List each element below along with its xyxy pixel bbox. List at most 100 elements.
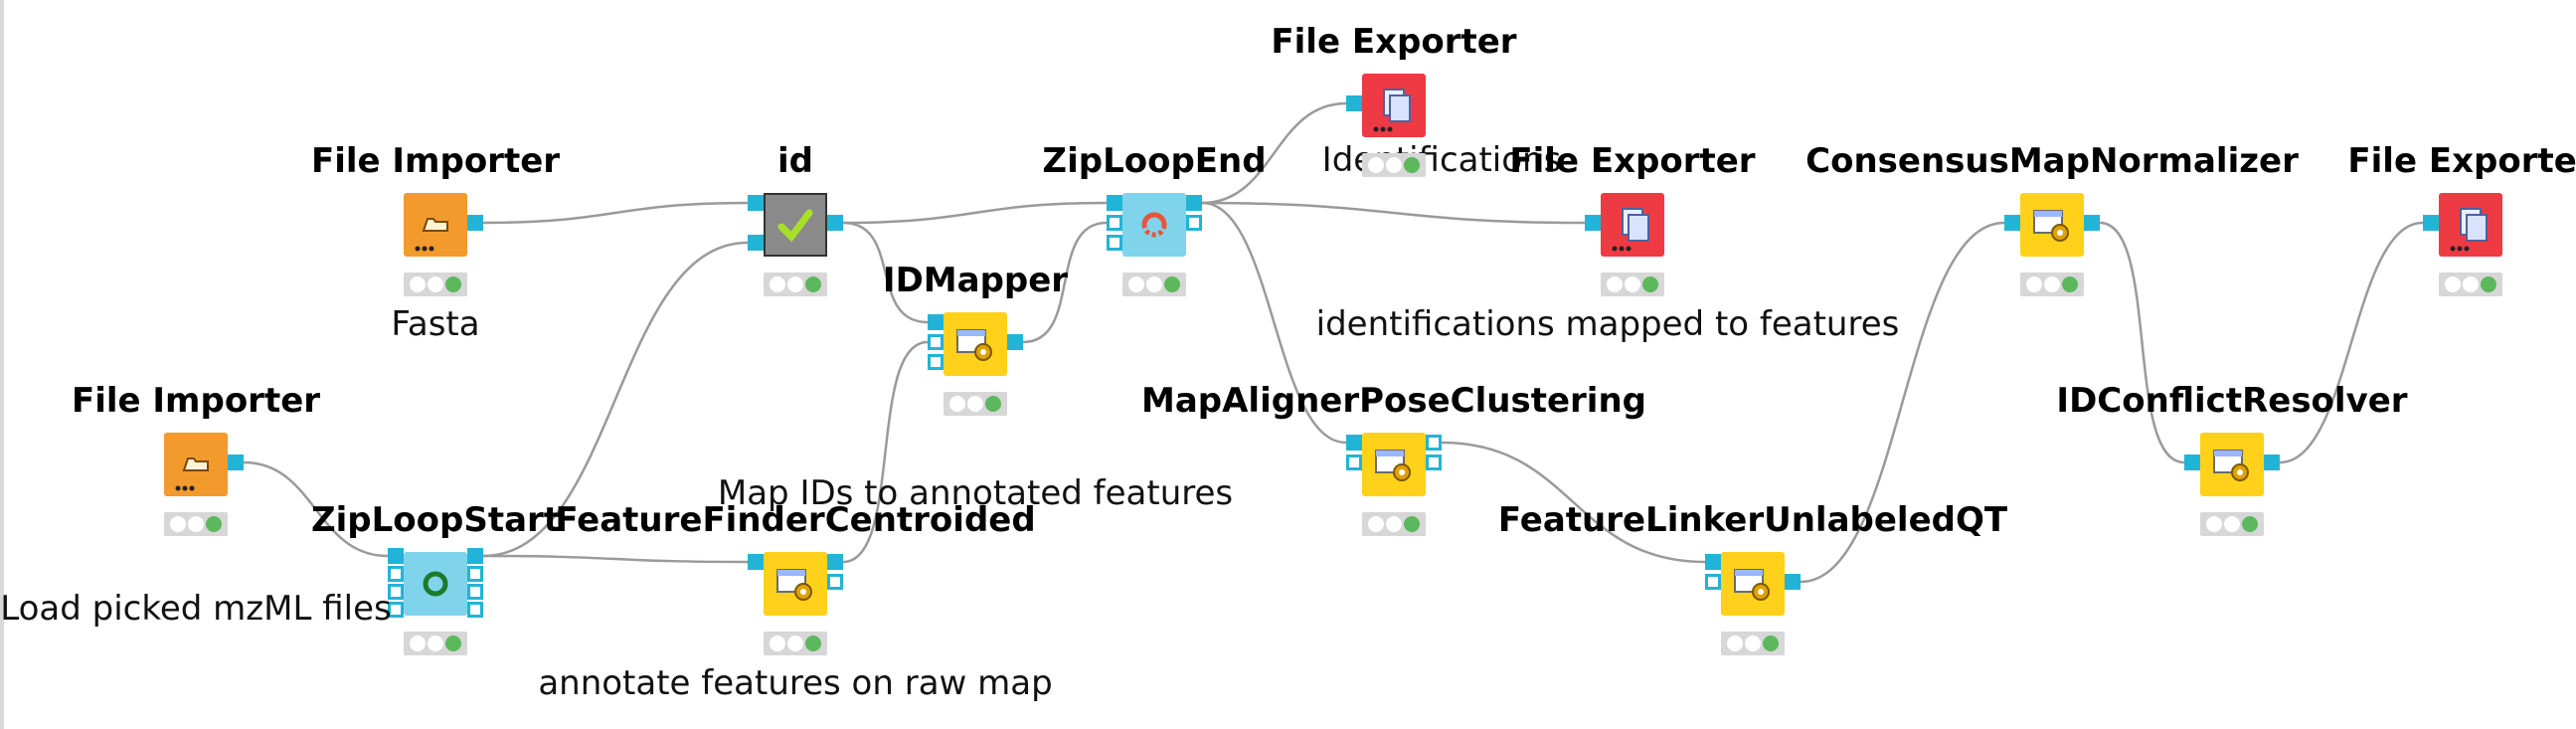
- connection-edge[interactable]: [1201, 101, 1347, 205]
- node-idmapper[interactable]: [928, 312, 1023, 376]
- status-light: [2481, 276, 2496, 292]
- input-port[interactable]: [928, 354, 944, 370]
- file-exporter-icon: [1601, 193, 1664, 257]
- output-port[interactable]: [827, 215, 843, 231]
- output-port[interactable]: [2084, 215, 2100, 231]
- status-light: [949, 396, 965, 412]
- output-port[interactable]: [2264, 455, 2280, 470]
- node-annotation[interactable]: Identifications: [1321, 140, 1562, 180]
- node-id[interactable]: [748, 193, 843, 257]
- output-port[interactable]: [467, 602, 483, 618]
- input-port[interactable]: [2423, 215, 2439, 231]
- node-mapalignerposeclustering[interactable]: [1346, 433, 1442, 496]
- node-annotation[interactable]: Map IDs to annotated features: [717, 473, 1234, 513]
- node-status-indicator: [764, 273, 827, 296]
- output-port[interactable]: [1186, 215, 1202, 231]
- input-port[interactable]: [1585, 215, 1601, 231]
- input-port[interactable]: [928, 314, 944, 330]
- node-file-importer-mzml[interactable]: [164, 433, 244, 496]
- connection-edge[interactable]: [1022, 221, 1108, 344]
- output-port[interactable]: [467, 548, 483, 564]
- input-port[interactable]: [1346, 455, 1362, 470]
- node-status-indicator: [1122, 273, 1186, 296]
- connection-edge[interactable]: [1201, 201, 1586, 225]
- status-light: [1146, 276, 1162, 292]
- input-port[interactable]: [388, 584, 404, 600]
- connection-edge[interactable]: [482, 241, 749, 558]
- node-featurefindercentroided[interactable]: [748, 552, 843, 616]
- node-consensusmapnormalizer[interactable]: [2004, 193, 2100, 257]
- status-light: [410, 636, 426, 651]
- input-port[interactable]: [1705, 554, 1721, 570]
- connection-edge[interactable]: [1800, 221, 2005, 584]
- output-port[interactable]: [1426, 455, 1442, 470]
- connection-edge[interactable]: [1441, 441, 1706, 564]
- connection-edge[interactable]: [1201, 201, 1347, 445]
- status-light: [805, 276, 821, 292]
- node-annotation[interactable]: annotate features on raw map: [538, 663, 1053, 703]
- connection-edge[interactable]: [2099, 221, 2185, 464]
- node-featurelinkerunlabeledqt[interactable]: [1705, 552, 1801, 616]
- output-port[interactable]: [1426, 435, 1442, 451]
- node-ziploopstart[interactable]: [388, 548, 483, 618]
- status-light: [2463, 276, 2479, 292]
- input-port[interactable]: [748, 554, 764, 570]
- status-light: [770, 636, 785, 651]
- output-port[interactable]: [1785, 574, 1801, 590]
- node-file-exporter-mapped[interactable]: [1585, 193, 1664, 257]
- input-port[interactable]: [928, 334, 944, 350]
- connection-edge[interactable]: [842, 201, 1108, 225]
- output-port[interactable]: [467, 215, 483, 231]
- input-port[interactable]: [1346, 435, 1362, 451]
- node-title: ZipLoopEnd: [1042, 141, 1267, 181]
- node-annotation[interactable]: Load picked mzML files: [0, 589, 392, 629]
- node-title: ConsensusMapNormalizer: [1805, 141, 2299, 181]
- node-title: FeatureFinderCentroided: [555, 500, 1036, 540]
- node-ziploopend[interactable]: [1107, 193, 1202, 257]
- input-port[interactable]: [1107, 215, 1122, 231]
- gear-window-icon: [2020, 193, 2084, 257]
- status-light: [2044, 276, 2060, 292]
- output-port[interactable]: [228, 455, 244, 470]
- connection-edge[interactable]: [842, 340, 929, 564]
- node-idconflictresolver[interactable]: [2184, 433, 2280, 496]
- node-annotation[interactable]: identifications mapped to features: [1315, 304, 1900, 344]
- input-port[interactable]: [1346, 95, 1362, 111]
- output-port[interactable]: [827, 574, 843, 590]
- input-port[interactable]: [1107, 195, 1122, 211]
- output-port[interactable]: [1007, 334, 1023, 350]
- gear-window-icon: [1721, 552, 1785, 616]
- status-light: [2206, 516, 2222, 532]
- input-port[interactable]: [2184, 455, 2200, 470]
- connection-edge[interactable]: [482, 201, 749, 225]
- output-port[interactable]: [827, 554, 843, 570]
- input-port[interactable]: [748, 235, 764, 251]
- status-light: [188, 516, 204, 532]
- connection-edge[interactable]: [482, 554, 749, 564]
- input-port[interactable]: [2004, 215, 2020, 231]
- output-port[interactable]: [467, 584, 483, 600]
- node-file-exporter-final[interactable]: [2423, 193, 2502, 257]
- status-light: [1763, 636, 1779, 651]
- connection-edge[interactable]: [842, 221, 929, 324]
- input-port[interactable]: [388, 566, 404, 582]
- node-file-importer-fasta[interactable]: [404, 193, 483, 257]
- input-port[interactable]: [1705, 574, 1721, 590]
- output-port[interactable]: [467, 566, 483, 582]
- status-light: [2242, 516, 2258, 532]
- node-title: FeatureLinkerUnlabeledQT: [1497, 500, 2008, 540]
- input-port[interactable]: [748, 195, 764, 211]
- input-port[interactable]: [1107, 235, 1122, 251]
- input-port[interactable]: [388, 602, 404, 618]
- node-annotation[interactable]: Fasta: [391, 304, 480, 344]
- checkmark-icon: [764, 193, 827, 257]
- node-title: ZipLoopStart: [310, 500, 561, 540]
- input-port[interactable]: [388, 548, 404, 564]
- file-exporter-icon: [1362, 74, 1426, 137]
- output-port[interactable]: [1186, 195, 1202, 211]
- node-file-exporter-identifications[interactable]: [1346, 74, 1426, 137]
- connection-edge[interactable]: [243, 460, 389, 558]
- connection-edge[interactable]: [2279, 221, 2424, 464]
